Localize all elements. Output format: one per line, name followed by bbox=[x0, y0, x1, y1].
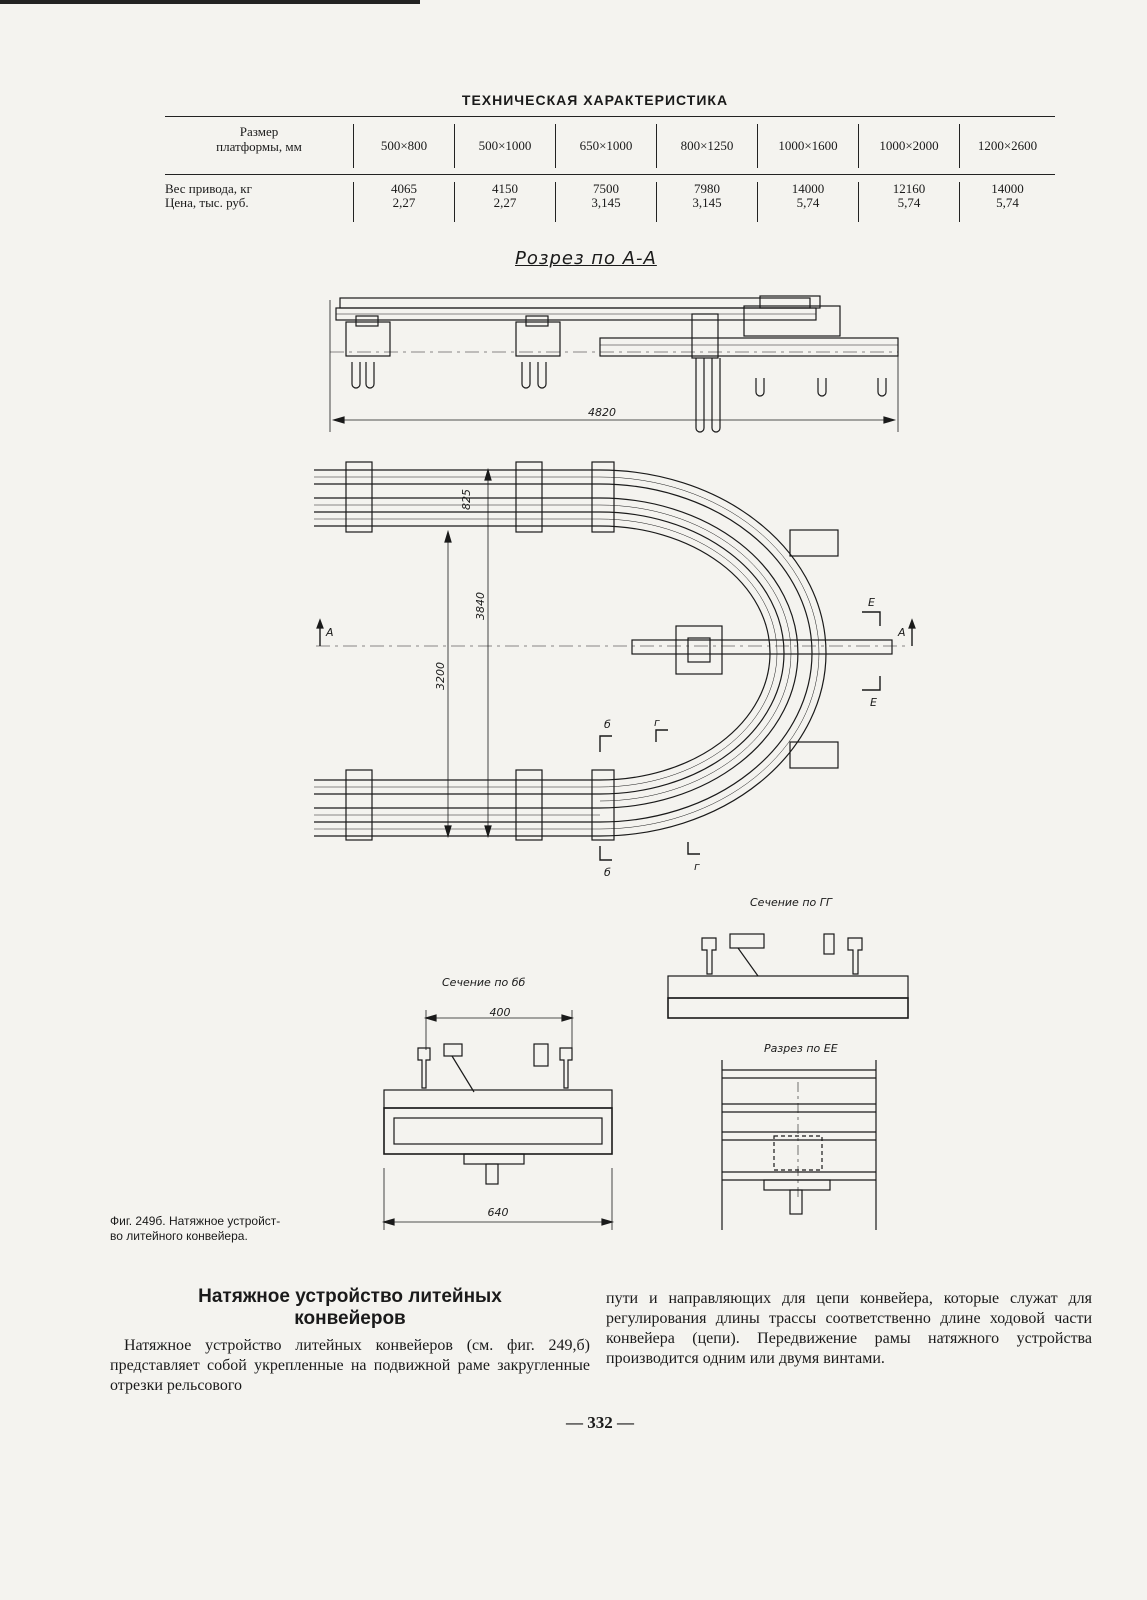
dim-400: 400 bbox=[490, 1006, 511, 1019]
heading-line2: конвейеров bbox=[294, 1308, 406, 1329]
col-divider bbox=[959, 182, 960, 222]
col-divider bbox=[858, 182, 859, 222]
col-divider bbox=[555, 124, 556, 168]
table-mid-rule bbox=[165, 174, 1055, 175]
dim-825: 825 bbox=[460, 489, 473, 510]
dim-3840: 3840 bbox=[474, 592, 487, 620]
paragraph-left: Натяжное устройство литейных конвейеров … bbox=[110, 1337, 590, 1394]
section-heading: Натяжное устройство литейных конвейеров bbox=[110, 1286, 590, 1330]
section-ee-drawing bbox=[721, 1060, 877, 1230]
mark-b-top: б bbox=[604, 718, 611, 731]
header-size-3: 650×1000 bbox=[579, 138, 633, 153]
side-elevation bbox=[329, 295, 899, 433]
col-divider bbox=[555, 182, 556, 222]
header-label: Размер платформы, мм bbox=[165, 124, 353, 168]
top-edge-line bbox=[0, 0, 420, 4]
table-header-row: Размер платформы, мм 500×800 500×1000 65… bbox=[165, 124, 1055, 168]
col-divider bbox=[656, 182, 657, 222]
mark-a-right: А bbox=[897, 626, 906, 639]
text-column-left: Натяжное устройство литейных конвейеров … bbox=[110, 1336, 590, 1396]
col-divider bbox=[858, 124, 859, 168]
section-gg-drawing bbox=[667, 933, 909, 1019]
col-divider bbox=[656, 124, 657, 168]
col-divider bbox=[757, 182, 758, 222]
header-label-line1: Размер bbox=[239, 124, 279, 139]
mark-e-bottom: Е bbox=[870, 696, 877, 709]
col-divider bbox=[353, 124, 354, 168]
paragraph-right: пути и направляющих для цепи конвейера, … bbox=[606, 1290, 1092, 1367]
header-size-4: 800×1250 bbox=[680, 138, 734, 153]
figure-caption: Фиг. 249б. Натяжное устройст- во литейно… bbox=[110, 1214, 350, 1244]
mark-e-top: Е bbox=[868, 596, 875, 609]
col-divider bbox=[757, 124, 758, 168]
spec-title: ТЕХНИЧЕСКАЯ ХАРАКТЕРИСТИКА bbox=[461, 92, 729, 108]
header-size-5: 1000×1600 bbox=[778, 138, 838, 153]
section-aa-title: Розрез по А-А bbox=[515, 248, 657, 269]
mark-b-bottom: б bbox=[604, 866, 611, 879]
section-gg-title: Сечение по ГГ bbox=[750, 896, 833, 909]
col-divider bbox=[454, 182, 455, 222]
page-number: — 332 — bbox=[566, 1413, 634, 1432]
dim-3200: 3200 bbox=[434, 662, 447, 690]
figure-caption-line1: Фиг. 249б. Натяжное устройст- bbox=[110, 1214, 281, 1228]
mark-g-top: г bbox=[654, 716, 660, 729]
col-divider bbox=[454, 124, 455, 168]
section-bb-drawing bbox=[381, 1010, 615, 1230]
section-bb-title: Сечение по бб bbox=[442, 976, 526, 989]
col-divider bbox=[959, 124, 960, 168]
header-size-1: 500×800 bbox=[380, 138, 428, 153]
row-weight-label: Вес привода, кг bbox=[165, 181, 252, 196]
heading-line1: Натяжное устройство литейных bbox=[198, 1286, 502, 1307]
col-divider bbox=[353, 182, 354, 222]
row-price-label: Цена, тыс. руб. bbox=[165, 195, 249, 210]
text-column-right: пути и направляющих для цепи конвейера, … bbox=[606, 1289, 1092, 1369]
section-ee-title: Разрез по ЕЕ bbox=[764, 1042, 838, 1055]
figure-caption-line2: во литейного конвейера. bbox=[110, 1229, 248, 1243]
plan-view bbox=[314, 461, 916, 861]
table-top-rule bbox=[165, 116, 1055, 117]
mark-a-left: А bbox=[325, 626, 334, 639]
mark-g-bottom: г bbox=[694, 860, 700, 873]
row-labels: Вес привода, кг Цена, тыс. руб. bbox=[165, 182, 353, 226]
header-label-line2: платформы, мм bbox=[216, 139, 302, 154]
dim-4820: 4820 bbox=[588, 406, 616, 419]
header-size-7: 1200×2600 bbox=[977, 138, 1038, 153]
header-size-2: 500×1000 bbox=[478, 138, 532, 153]
header-size-6: 1000×2000 bbox=[879, 138, 939, 153]
dim-640: 640 bbox=[488, 1206, 509, 1219]
